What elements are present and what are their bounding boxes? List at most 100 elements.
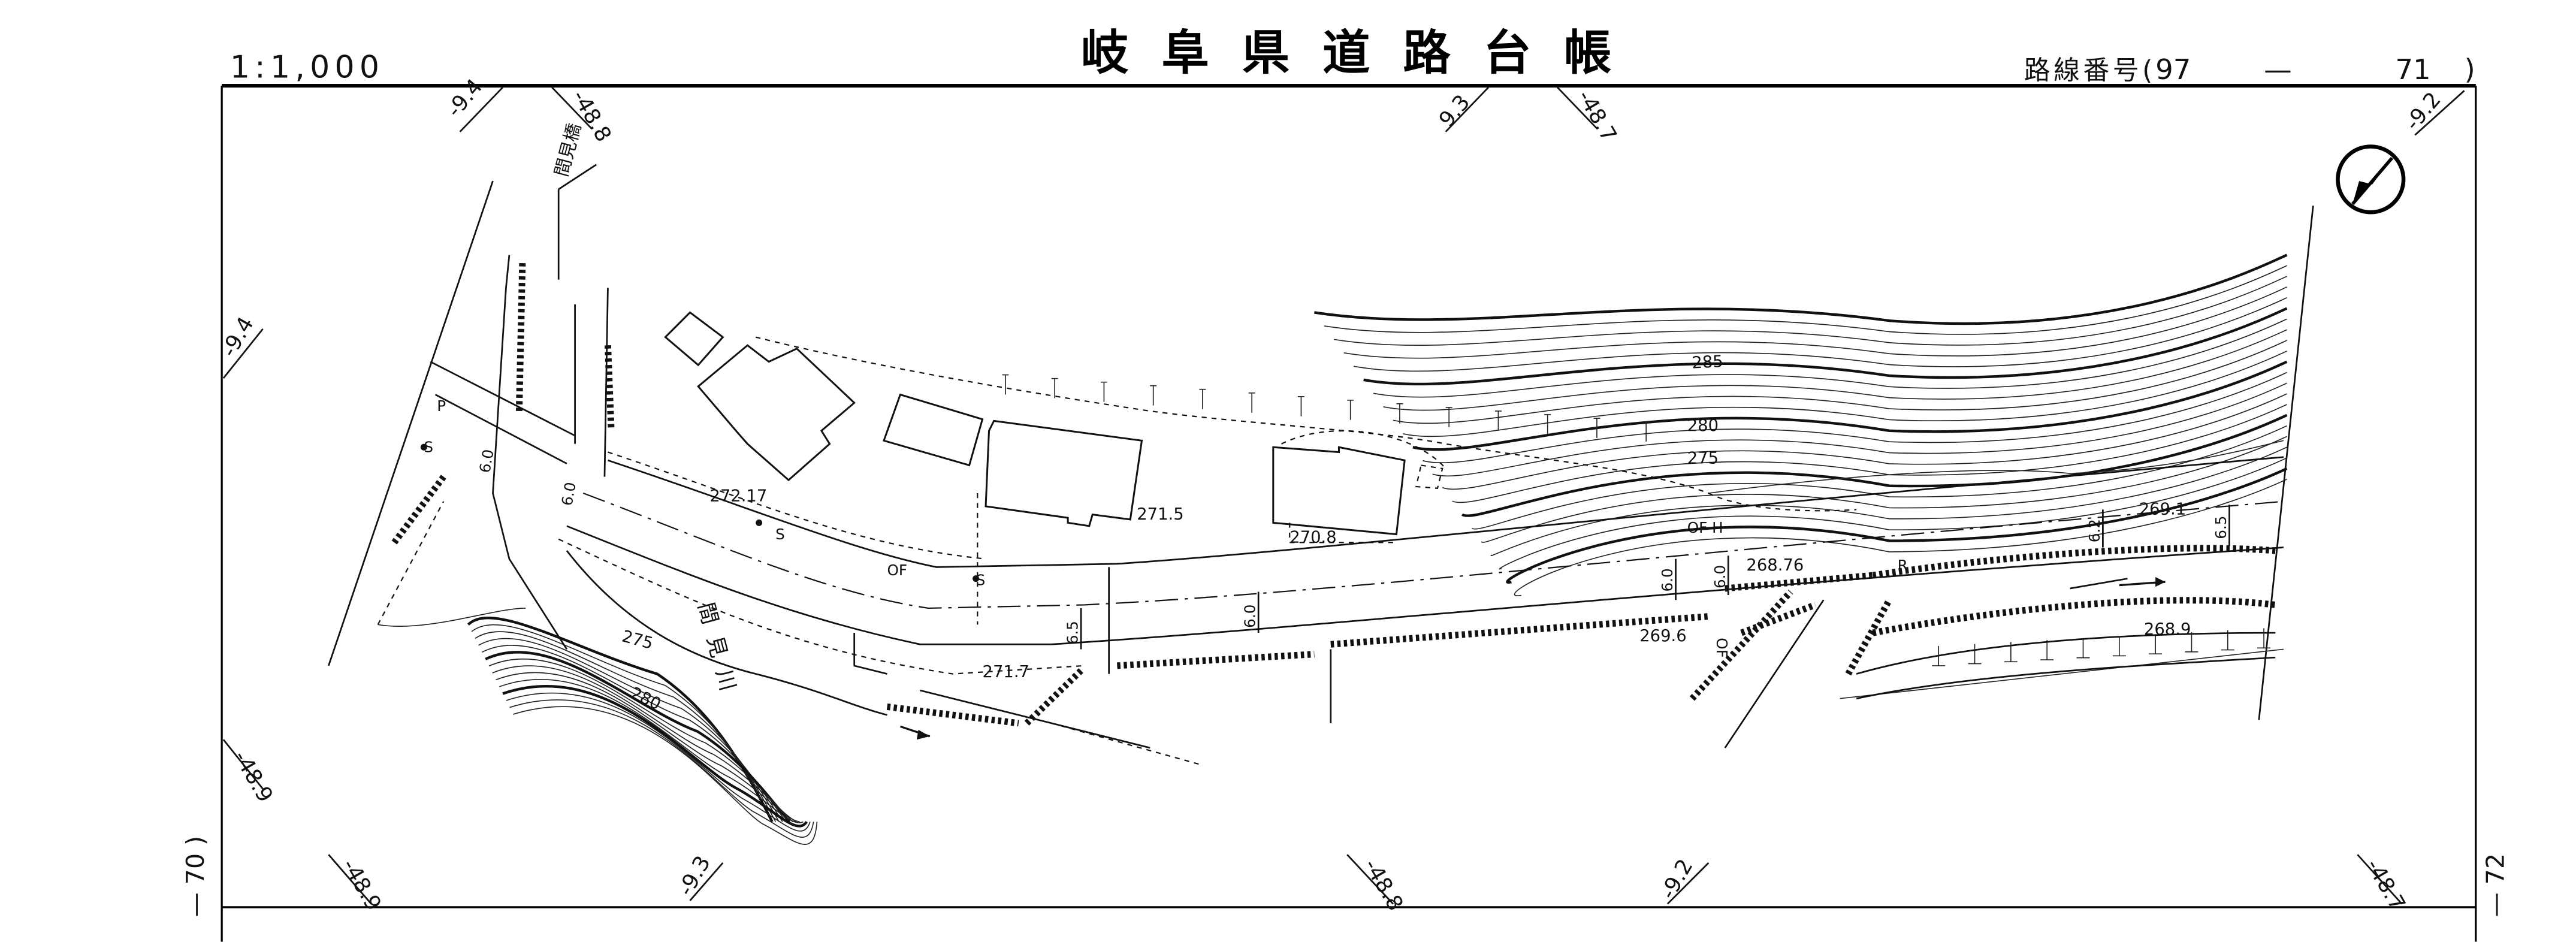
grid-label-bottom-1: -48.9	[337, 855, 386, 915]
road-width-dimensions: 6.0 6.0 6.5 6.0 6.0 6.0 6.2 6.5	[476, 448, 2230, 650]
grid-label-top-3: 9.3	[1435, 90, 1475, 132]
slope-tick	[1494, 410, 1502, 431]
contour-lines-riverbank	[467, 616, 818, 845]
contour-line	[1499, 457, 2287, 570]
elevation-label: 270.8	[1289, 528, 1336, 547]
contour-line	[1432, 382, 2287, 477]
grid-label-left-1: -9.4	[217, 313, 259, 361]
slope-tick	[1002, 374, 1009, 395]
slope-tick	[1544, 414, 1551, 434]
buildings	[664, 311, 1446, 625]
map-frame	[221, 84, 2477, 942]
contour-label: 280	[627, 684, 664, 714]
slope-tick	[1051, 378, 1058, 398]
contour-line	[499, 679, 804, 823]
slope-tick	[1150, 385, 1157, 406]
contour-lines-hillside	[1314, 253, 2288, 597]
road-width-label: 6.5	[1064, 621, 1082, 644]
contour-line	[1481, 436, 2287, 543]
contour-line	[1442, 393, 2287, 490]
route-number: 路線番号( 97 — 71 )	[2024, 53, 2475, 86]
contour-line	[1393, 340, 2287, 424]
contour-line	[1373, 318, 2287, 398]
slope-tick	[2004, 642, 2018, 663]
grid-label-top-4: -48.7	[1572, 86, 1621, 146]
contour-line	[1343, 286, 2287, 359]
contour-line	[1514, 478, 2287, 597]
contour-line	[509, 699, 814, 838]
contour-label: 275	[1687, 449, 1719, 468]
contour-line	[492, 665, 797, 823]
contour-line	[485, 651, 791, 823]
grid-label-bottom-3: -48.8	[1359, 855, 1408, 915]
facility-symbols: OF S S OF H OF S P R	[420, 397, 2166, 740]
symbol-label: S	[775, 526, 785, 543]
road-width-label: 6.0	[476, 448, 497, 474]
contour-line	[1506, 467, 2288, 584]
slope-tick	[2112, 636, 2126, 657]
sheet-index-right: — 72	[2481, 853, 2509, 917]
road-width-label: 6.0	[1659, 568, 1676, 591]
contour-line	[1461, 413, 2288, 517]
contour-line	[506, 692, 811, 832]
slope-tick	[2221, 630, 2234, 651]
symbol-label: OF H	[1687, 519, 1723, 536]
road-width-label: 6.0	[1242, 605, 1259, 628]
page-title: 岐阜県道路台帳	[1081, 25, 1644, 81]
slope-tick	[2185, 632, 2198, 653]
symbol-label: S	[976, 572, 986, 589]
elevation-label: 272.17	[709, 487, 767, 506]
contour-line	[1403, 351, 2287, 437]
slope-tick	[1968, 644, 1982, 665]
elevation-label: 268.9	[2144, 620, 2191, 639]
grid-ticks	[222, 86, 2465, 905]
contour-line	[502, 685, 808, 828]
elevation-label: 268.76	[1746, 556, 1804, 575]
grid-label-left-2: -48.9	[229, 747, 278, 807]
route-label: 路線番号(	[2024, 55, 2156, 86]
slope-tick	[1642, 421, 1650, 442]
north-arrow-icon	[2336, 144, 2406, 215]
elevation-label: 269.1	[2139, 500, 2186, 519]
contour-line	[475, 631, 780, 822]
contour-label: 280	[1687, 416, 1719, 435]
contour-label: 285	[1692, 352, 1724, 373]
contour-line	[1324, 265, 2287, 335]
slope-tick	[2257, 628, 2271, 649]
river-name: 間見川	[693, 600, 744, 706]
slope-tick	[1199, 388, 1206, 409]
road-width-label: 6.0	[558, 481, 579, 507]
symbol-label: OF	[1713, 638, 1731, 658]
elevation-label: 271.7	[983, 663, 1029, 681]
route-major: 97	[2155, 53, 2191, 86]
slope-tick	[2040, 640, 2054, 660]
contour-line	[1412, 360, 2288, 451]
bridge-name: 間見橋	[551, 121, 585, 179]
elevation-label: 271.5	[1137, 505, 1183, 524]
contour-line	[1471, 425, 2287, 530]
elevation-label: 269.6	[1639, 627, 1686, 645]
slope-tick	[2149, 634, 2163, 654]
slope-tick	[1396, 403, 1403, 424]
road-width-label: 6.2	[2086, 519, 2103, 542]
slope-tick	[1445, 407, 1452, 427]
contour-line	[1490, 446, 2287, 557]
contour-line	[1383, 329, 2287, 411]
symbol-label: OF	[887, 561, 908, 579]
slope-tick	[2076, 638, 2090, 659]
contour-line	[1334, 276, 2287, 346]
road-width-label: 6.0	[1711, 565, 1729, 588]
route-minor: 71	[2395, 53, 2430, 86]
grid-label-top-5: -9.2	[2400, 87, 2446, 135]
road-width-label: 6.5	[2212, 516, 2230, 539]
contour-line	[1314, 253, 2288, 325]
grid-label-bottom-5: -48.7	[2361, 855, 2410, 915]
side-road: 間見橋	[377, 121, 615, 650]
slope-tick	[1248, 392, 1255, 413]
slope-tick	[1932, 645, 1946, 666]
parcel-boundaries	[378, 336, 2284, 627]
slope-ticks	[1002, 374, 2271, 666]
slope-tick	[1100, 381, 1107, 402]
spot-elevations: 272.17 271.5 270.8 269.1 268.76 269.6 27…	[709, 487, 2191, 681]
map-extent-lines	[328, 180, 2314, 720]
